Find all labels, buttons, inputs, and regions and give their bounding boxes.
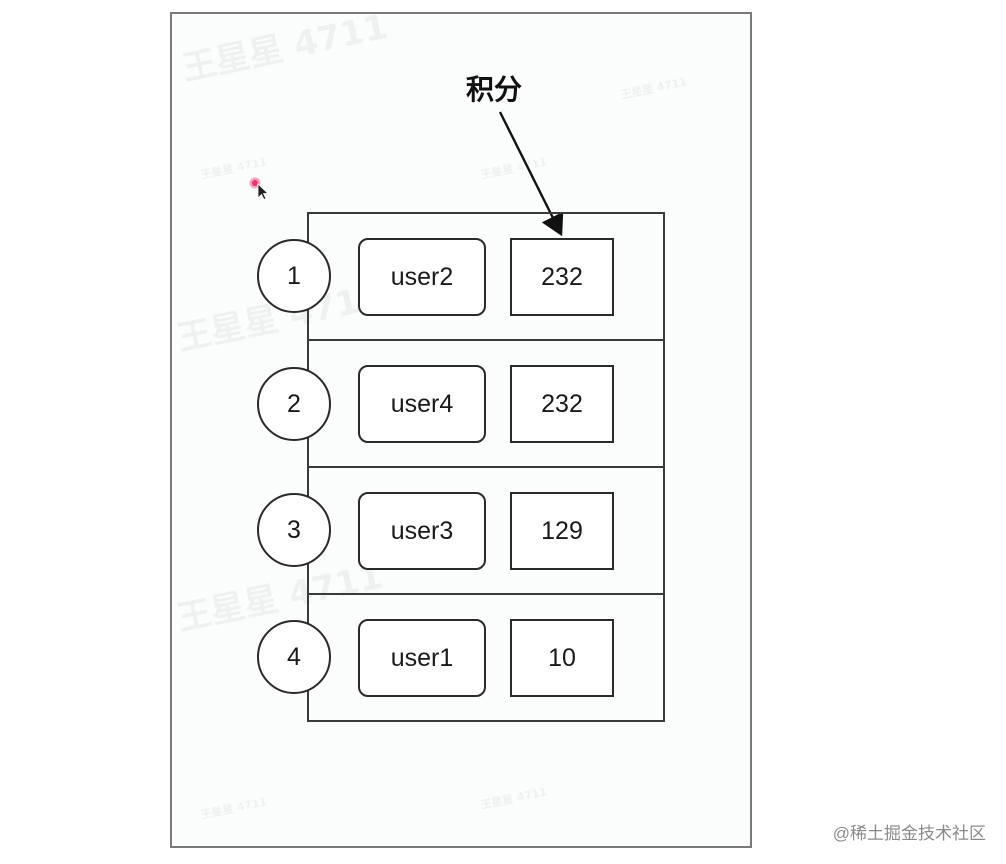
score-box: 129 [510,492,614,570]
score-box: 10 [510,619,614,697]
source-credit: @稀土掘金技术社区 [832,824,986,843]
score-label: 积分 [466,74,523,105]
mouse-cursor-icon [249,177,270,200]
rank-circle: 4 [257,620,331,694]
rank-circle: 2 [257,367,331,441]
user-box: user1 [358,619,486,697]
score-box: 232 [510,238,614,316]
user-box: user2 [358,238,486,316]
table-row [309,468,663,595]
rank-circle: 3 [257,493,331,567]
table-row [309,341,663,468]
score-box: 232 [510,365,614,443]
rank-circle: 1 [257,239,331,313]
user-box: user3 [358,492,486,570]
ranking-table [307,212,665,722]
user-box: user4 [358,365,486,443]
table-row [309,214,663,341]
